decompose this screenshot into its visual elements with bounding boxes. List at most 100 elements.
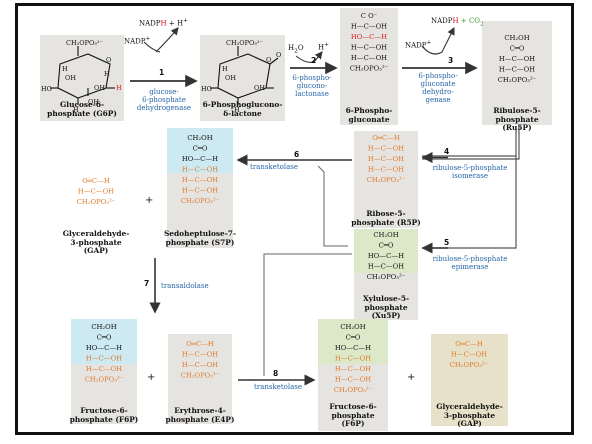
f6p-box [71, 364, 137, 424]
caption-f6p-2: Fructose-6- phosphate (F6P) [329, 402, 377, 428]
plus-sign-2: + [147, 372, 156, 383]
lactone-h2: H [234, 106, 240, 114]
phosphogluconate-atom-row: HO—C—H [351, 33, 387, 41]
caption-6-phosphogluconate: 6-Phospho- gluconate [345, 106, 393, 124]
s7p-atom-row: CH₂OPO₃²⁻ [181, 197, 220, 205]
f6p2-atom-row: H—C—OH [335, 365, 371, 373]
gap2-atom-row: CH₂OPO₃²⁻ [450, 361, 489, 369]
xu5p-box [354, 273, 418, 320]
f6p-atom-row: H—C—OH [86, 365, 122, 373]
s7p-box [167, 173, 233, 248]
phosphogluconate-atom-row: H—C—OH [351, 23, 387, 31]
g6p-ho: HO [41, 85, 52, 93]
gap2-fischer: O═C—H H—C—OH CH₂OPO₃²⁻ [450, 340, 489, 369]
cofactor-nadp-1: NADP+ [124, 36, 151, 46]
gap2-atom-row: H—C—OH [451, 351, 487, 359]
e4p-atom-row: H—C—OH [182, 351, 218, 359]
arrow-nadp-1 [143, 41, 161, 53]
step-number-4: 4 [444, 147, 450, 156]
e4p-atom-row: CH₂OPO₃²⁻ [181, 372, 220, 380]
f6p-atom-row: C═O [97, 334, 112, 342]
phosphogluconate-atom-row: CH₂OPO₃²⁻ [350, 65, 389, 73]
enzyme-ribulose-epimerase: ribulose-5-phosphate epimerase [432, 255, 508, 271]
g6p-h1: H [62, 65, 68, 73]
s7p-atom-row: HO—C—H [182, 155, 218, 163]
caption-s7p: Sedoheptulose-7- phosphate (S7P) [163, 229, 237, 247]
step-number-6: 6 [294, 150, 300, 159]
step-number-7: 7 [144, 279, 150, 288]
f6p2-atom-row: CH₂OPO₃²⁻ [334, 386, 373, 394]
f6p-highlight-box [71, 319, 137, 364]
s7p-highlight-box [167, 128, 233, 173]
lactone-ho: HO [201, 85, 212, 93]
xu5p-to-step8-line [263, 253, 352, 376]
arrow-nadph-1 [155, 27, 179, 53]
cofactor-nadph-1: NADPH + H+ [139, 18, 188, 28]
caption-gap-2: Glyceraldehyde- 3-phosphate (GAP) [436, 402, 503, 428]
caption-g6p: Glucose-6- phosphate (G6P) [47, 100, 117, 118]
s7p-atom-row: H—C—OH [182, 187, 218, 195]
e4p-atom-row: H—C—OH [182, 361, 218, 369]
xu5p-atom-row: CH₂OH [373, 231, 398, 239]
s7p-atom-row: C═O [193, 145, 208, 153]
g6p-o: O [106, 56, 111, 64]
ru5p-atom-row: CH₂OH [504, 34, 529, 42]
xu5p-atom-row: H—C—OH [368, 263, 404, 271]
caption-e4p: Erythrose-4- phosphate (E4P) [165, 406, 235, 424]
lactone-oh1: OH [225, 74, 236, 82]
enzyme-transaldolase: transaldolase [161, 282, 209, 290]
step-number-1: 1 [159, 68, 165, 77]
xu5p-highlight-box [354, 229, 418, 273]
e4p-box [168, 334, 232, 424]
caption-r5p: Ribose-5- phosphate (R5P) [351, 209, 421, 227]
lactone-box [200, 35, 285, 121]
plus-sign-3: + [407, 372, 416, 383]
gap2-atom-row: O═C—H [455, 340, 483, 348]
enzyme-6pgd: 6-phospho- gluconate dehydro- genase [418, 72, 458, 104]
r5p-atom-row: CH₂OPO₃²⁻ [367, 176, 406, 184]
xu5p-to-step6-line [317, 165, 348, 247]
caption-xu5p: Xylulose-5- phosphate (Xu5P) [362, 294, 410, 320]
cofactor-hplus-2: H+ [318, 42, 329, 52]
diagram-frame: CH₂OPO₃²⁻ O H H OH HO H OH H OH CH₂OPO₃²… [15, 3, 574, 435]
lactone-o-carbonyl: O [276, 51, 281, 59]
arrow-h2o [295, 51, 323, 63]
enzyme-transketolase-8: transketolase [254, 383, 302, 391]
s7p-atom-row: H—C—OH [182, 166, 218, 174]
g6p-ring-structure [50, 46, 115, 105]
ru5p-box [482, 21, 552, 125]
e4p-atom-row: O═C—H [186, 340, 214, 348]
f6p2-fischer: CH₂OHC═OHO—C—HH—C—OHH—C—OHH—C—OHCH₂OPO₃²… [334, 323, 373, 394]
f6p2-atom-row: H—C—OH [335, 355, 371, 363]
gap1-atom-row: O═C—H [82, 177, 110, 185]
lactone-ch2opo3: CH₂OPO₃²⁻ [226, 39, 263, 47]
step-number-5: 5 [444, 238, 450, 247]
xu5p-atom-row: C═O [379, 242, 394, 250]
ru5p-atom-row: H—C—OH [499, 55, 535, 63]
r5p-atom-row: H—C—OH [368, 145, 404, 153]
xu5p-atom-row: CH₂OPO₃²⁻ [367, 273, 406, 281]
ru5p-atom-row: CH₂OPO₃²⁻ [498, 76, 537, 84]
f6p2-atom-row: H—C—OH [335, 376, 371, 384]
f6p2-atom-row: HO—C—H [335, 344, 371, 352]
enzyme-lactonase: 6-phospho- glucono- lactonase [292, 74, 332, 98]
s7p-atom-row: CH₂OH [187, 134, 212, 142]
cofactor-nadp-3: NADP+ [405, 40, 432, 50]
g6p-ch2opo3: CH₂OPO₃²⁻ [66, 39, 103, 47]
f6p2-atom-row: C═O [346, 334, 361, 342]
g6p-h3: H [73, 106, 79, 114]
caption-ru5p: Ribulose-5- phosphate (Ru5P) [493, 106, 541, 132]
f6p2-box [318, 364, 388, 431]
g6p-oh3: OH [88, 98, 99, 106]
enzyme-g6pd: glucose- 6-phosphate dehydrogenase [136, 88, 192, 112]
phosphogluconate-atom-row: C O⁻ [361, 12, 378, 20]
caption-f6p: Fructose-6- phosphate (F6P) [69, 406, 139, 424]
phosphogluconate-atom-row: H—C—OH [351, 54, 387, 62]
f6p2-highlight-box [318, 319, 388, 364]
f6p-atom-row: H—C—OH [86, 355, 122, 363]
step-number-3: 3 [448, 56, 454, 65]
